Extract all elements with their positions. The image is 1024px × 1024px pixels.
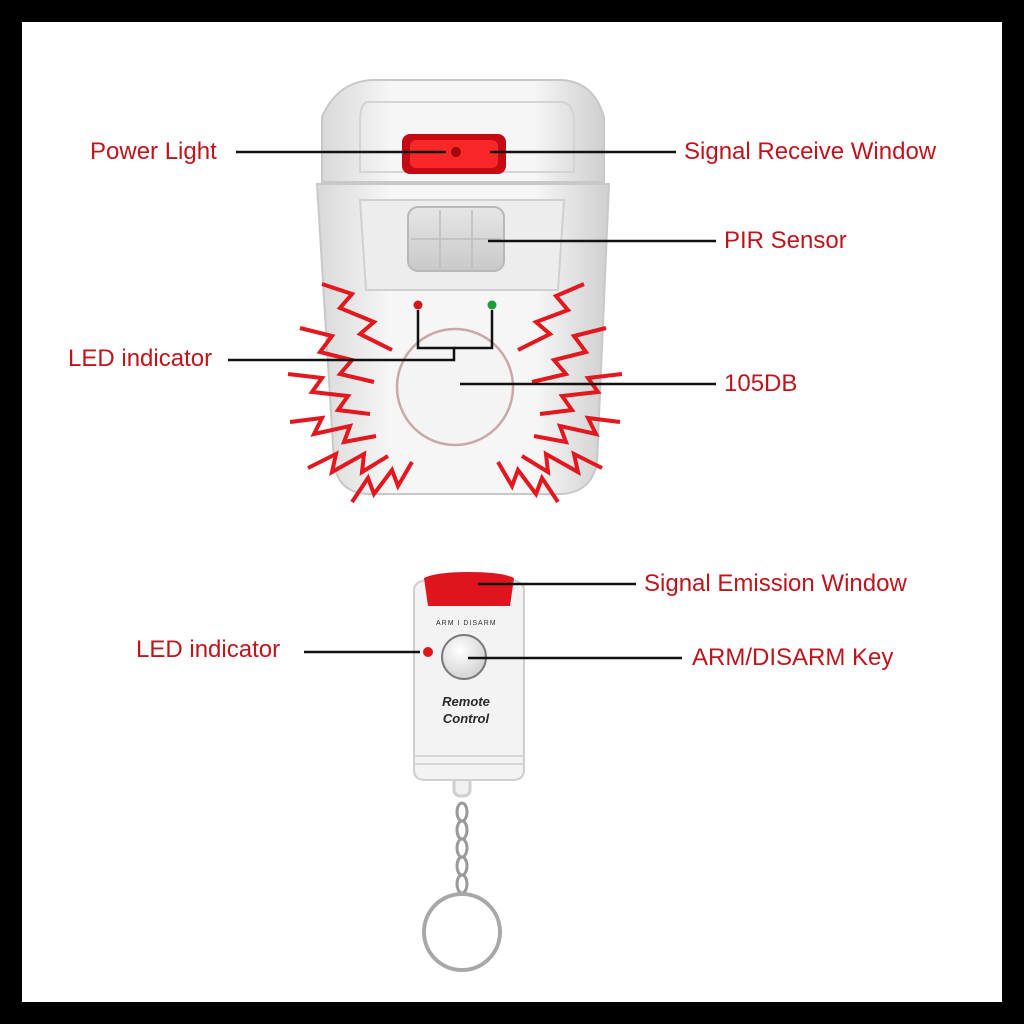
power-light-led <box>451 147 461 157</box>
led-indicator-red <box>413 300 423 310</box>
label-pir-sensor: PIR Sensor <box>724 227 847 254</box>
remote-key-legend: ARM I DISARM <box>436 620 497 627</box>
remote-title-line1: Remote <box>442 694 490 709</box>
sound-wave-marks <box>287 282 623 504</box>
leader-lines <box>228 150 716 660</box>
signal-emission-window <box>424 572 514 606</box>
speaker-grille <box>395 327 515 447</box>
diagram-artwork <box>228 79 716 972</box>
diagram-canvas: Power Light Signal Receive Window PIR Se… <box>22 22 1002 1002</box>
label-signal-receive-window: Signal Receive Window <box>684 138 937 165</box>
label-arm-disarm-key: ARM/DISARM Key <box>692 644 894 671</box>
remote-led-indicator <box>423 647 433 657</box>
key-chain <box>422 772 502 972</box>
key-ring <box>422 892 502 972</box>
label-power-light: Power Light <box>90 138 217 165</box>
motion-sensor-alarm <box>287 79 623 504</box>
label-signal-emission-window: Signal Emission Window <box>644 570 907 597</box>
label-led-indicator-top: LED indicator <box>68 345 213 372</box>
label-105db: 105DB <box>724 370 798 397</box>
led-indicator-green <box>487 300 497 310</box>
remote-title-line2: Control <box>442 711 490 726</box>
remote-body <box>413 579 525 781</box>
label-led-indicator-remote: LED indicator <box>136 636 281 663</box>
remote-control <box>413 572 525 972</box>
sensor-top-cap <box>321 79 605 183</box>
